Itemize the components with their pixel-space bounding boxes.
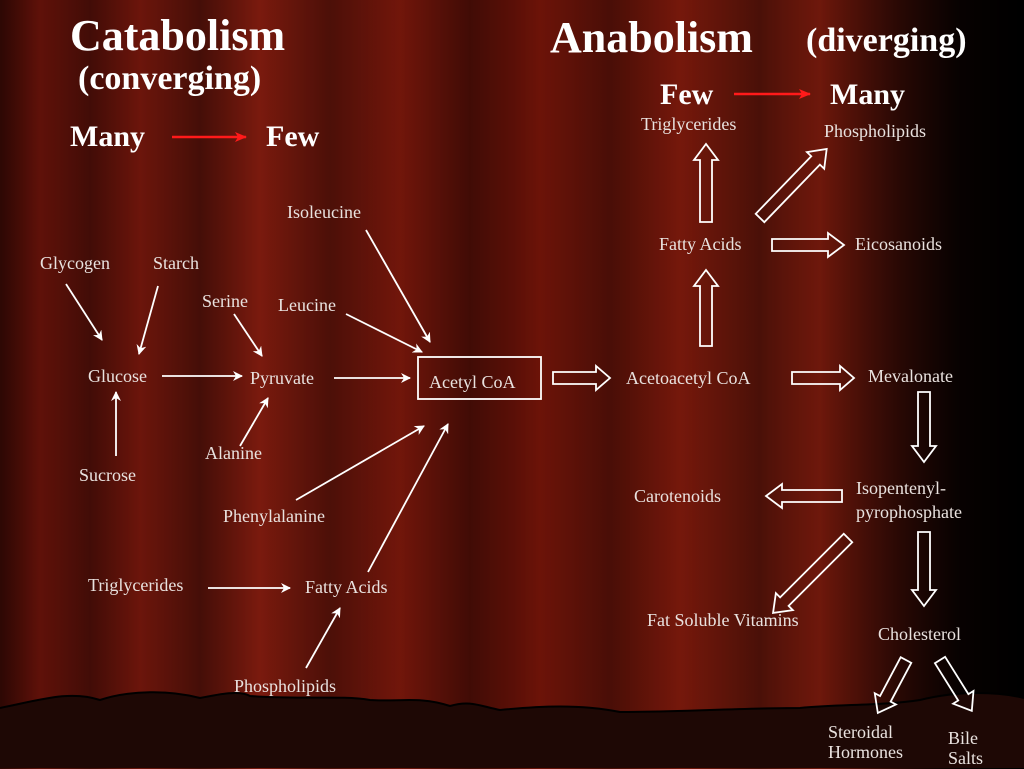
node-eicosanoids: Eicosanoids — [855, 234, 942, 254]
block-arrow-isopentenyl-cholesterol — [910, 531, 938, 608]
catabolism-title: Catabolism — [70, 11, 286, 60]
arrow-serine-pyruvate — [233, 313, 263, 357]
node-serine: Serine — [202, 291, 248, 311]
catabolism-few-label: Few — [266, 120, 320, 153]
node-fatty-acids-ana: Fatty Acids — [659, 234, 742, 254]
block-arrow-cholesterol-steroidal — [873, 655, 913, 715]
node-bile-line2: Salts — [948, 748, 984, 768]
node-glycogen: Glycogen — [40, 253, 110, 273]
acetyl-coa-box — [417, 356, 542, 400]
arrow-fattyacids-acetylcoa — [367, 423, 449, 573]
catabolism-many-label: Many — [70, 120, 145, 153]
node-cholesterol: Cholesterol — [878, 624, 961, 644]
node-acetoacetyl-coa: Acetoacetyl CoA — [626, 368, 751, 388]
node-triglycerides-ana: Triglycerides — [641, 114, 737, 134]
anabolism-few-label: Few — [660, 78, 714, 111]
node-steroidal-line2: Hormones — [828, 742, 903, 762]
arrow-alanine-pyruvate — [239, 397, 269, 447]
node-leucine: Leucine — [278, 295, 336, 315]
anabolism-subtitle: (diverging) — [806, 22, 967, 59]
node-mevalonate: Mevalonate — [868, 366, 953, 386]
block-arrow-mevalonate-isopentenyl — [910, 391, 938, 464]
node-sucrose: Sucrose — [79, 465, 136, 485]
node-isopentenyl-line2: pyrophosphate — [856, 502, 962, 522]
node-acetyl-coa: Acetyl CoA — [429, 372, 516, 392]
node-glucose: Glucose — [88, 366, 147, 386]
block-arrow-fattyacids-triglycerides — [692, 142, 720, 223]
node-phospholipids-cat: Phospholipids — [234, 676, 337, 696]
anabolism-many-label: Many — [830, 78, 905, 111]
node-isoleucine: Isoleucine — [287, 202, 361, 222]
arrow-isoleucine-acetylcoa — [365, 229, 431, 343]
arrow-phenylalanine-acetylcoa — [295, 425, 425, 501]
arrow-phospholipids-fattyacids — [305, 607, 341, 669]
node-pyruvate: Pyruvate — [250, 368, 314, 388]
block-arrow-fattyacids-phospholipids — [754, 147, 828, 224]
node-steroidal-line1: Steroidal — [828, 722, 893, 742]
block-arrow-isopentenyl-vitamins — [771, 532, 854, 615]
node-fatty-acids-cat: Fatty Acids — [305, 577, 388, 597]
block-arrow-acetylcoa-acetoacetyl — [552, 364, 612, 392]
node-carotenoids: Carotenoids — [634, 486, 721, 506]
node-phenylalanine: Phenylalanine — [223, 506, 325, 526]
node-starch: Starch — [153, 253, 199, 273]
block-arrow-acetoacetyl-mevalonate — [791, 364, 856, 392]
catabolism-subtitle: (converging) — [78, 60, 262, 97]
block-arrow-cholesterol-bile — [933, 655, 975, 713]
node-phospholipids-ana: Phospholipids — [824, 121, 927, 141]
block-arrow-fattyacids-eicosanoids — [771, 231, 846, 259]
node-fat-soluble-vitamins: Fat Soluble Vitamins — [647, 610, 799, 630]
node-isopentenyl-line1: Isopentenyl- — [856, 478, 946, 498]
anabolism-title: Anabolism — [550, 13, 753, 62]
arrow-starch-glucose — [136, 285, 159, 355]
block-arrow-acetoacetyl-fattyacids — [692, 268, 720, 347]
arrow-leucine-acetylcoa — [345, 313, 423, 353]
node-bile-line1: Bile — [948, 728, 978, 748]
arrow-glycogen-glucose — [65, 283, 103, 341]
block-arrow-isopentenyl-carotenoids — [764, 482, 843, 510]
node-alanine: Alanine — [205, 443, 262, 463]
node-triglycerides-cat: Triglycerides — [88, 575, 184, 595]
